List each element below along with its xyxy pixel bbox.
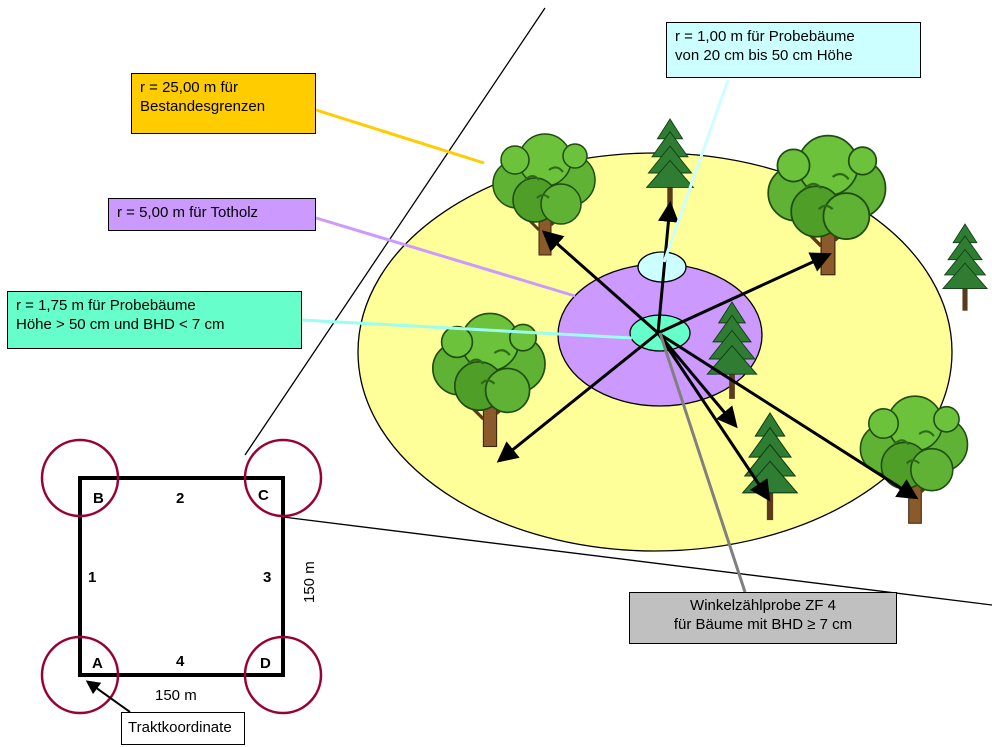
corner-circle-b: [40, 438, 120, 518]
tract-square: [78, 476, 285, 677]
corner-circle-a: [40, 635, 120, 715]
winkelzaehlprobe-label-line1: Winkelzählprobe ZF 4: [690, 597, 836, 614]
totholz-callout-line: [315, 216, 576, 298]
winkel-callout-line: [658, 332, 747, 593]
bestandesgrenzen-label-line1: r = 25,00 m für: [140, 79, 238, 96]
oak-tree-icon: [858, 394, 970, 525]
side-label-2: 2: [176, 490, 184, 507]
pine-tree-icon: [942, 223, 988, 312]
corner-label-b: B: [93, 490, 104, 507]
corner-circle-c: [243, 438, 323, 518]
perspective-line-lower: [282, 516, 992, 606]
probebaeume-175-label: r = 1,75 m für Probebäume Höhe > 50 cm u…: [7, 291, 302, 349]
probebaeume-100-label-line1: r = 1,00 m für Probebäume: [675, 28, 855, 45]
traktkoordinate-arrow: [85, 680, 131, 713]
probebaeume-175-label-line2: Höhe > 50 cm und BHD < 7 cm: [16, 316, 225, 333]
right-length-label: 150 m: [301, 561, 318, 603]
probebaeume-100-label: r = 1,00 m für Probebäume von 20 cm bis …: [666, 22, 921, 78]
bestandes-callout-line: [315, 108, 485, 165]
probebaeume-100-label-line2: von 20 cm bis 50 cm Höhe: [675, 47, 853, 64]
traktkoordinate-label-text: Traktkoordinate: [128, 719, 232, 736]
corner-label-a: A: [92, 655, 103, 672]
sample-tree-arrows: [496, 200, 919, 502]
side-label-3: 3: [263, 569, 271, 586]
side-label-1: 1: [88, 569, 96, 586]
totholz-label: r = 5,00 m für Totholz: [108, 198, 316, 231]
winkelzaehlprobe-label: Winkelzählprobe ZF 4 für Bäume mit BHD ≥…: [629, 592, 897, 644]
corner-circle-d: [243, 635, 323, 715]
winkelzaehlprobe-label-line2: für Bäume mit BHD ≥ 7 cm: [673, 616, 853, 633]
bestandesgrenzen-label-line2: Bestandesgrenzen: [140, 98, 266, 115]
corner-label-d: D: [260, 655, 271, 672]
side-label-4: 4: [176, 653, 185, 670]
perspective-line-upper: [244, 7, 546, 456]
probe100-callout-line: [662, 79, 730, 263]
totholz-label-text: r = 5,00 m für Totholz: [117, 204, 259, 221]
probe175-callout-line: [301, 318, 633, 340]
bestandesgrenzen-label: r = 25,00 m für Bestandesgrenzen: [131, 73, 316, 134]
probebaeume-175-label-line1: r = 1,75 m für Probebäume: [16, 297, 196, 314]
corner-label-c: C: [258, 487, 269, 504]
traktkoordinate-label: Traktkoordinate: [121, 712, 245, 745]
bottom-length-label: 150 m: [155, 687, 197, 704]
